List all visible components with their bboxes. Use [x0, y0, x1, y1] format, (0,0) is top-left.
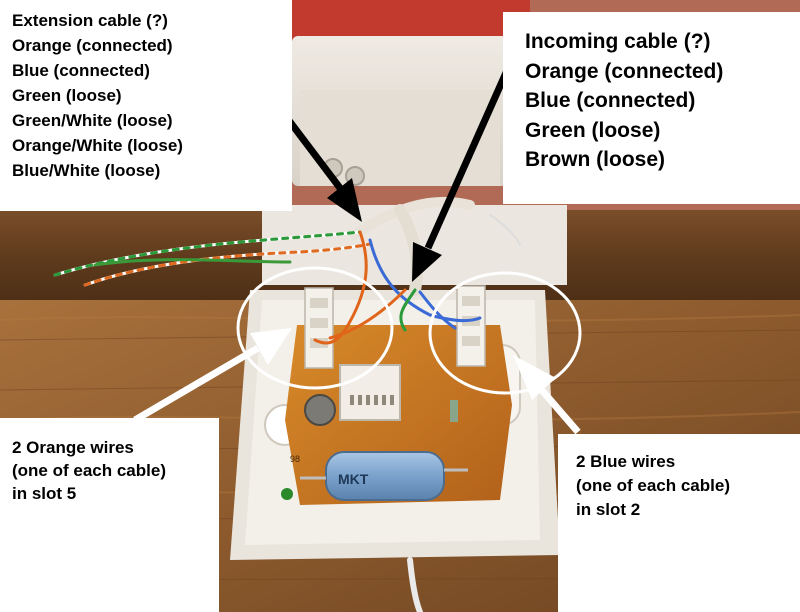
blue-wires-label-box: 2 Blue wires (one of each cable) in slot… [558, 434, 800, 612]
pcb-marking: 98 [290, 454, 300, 464]
incoming-cable-green: Green (loose) [525, 118, 661, 142]
extension-cable-blue: Blue (connected) [12, 61, 150, 80]
extension-cable-green: Green (loose) [12, 86, 122, 105]
incoming-cable-title: Incoming cable (?) [525, 30, 711, 53]
capacitor-label: MKT [338, 471, 369, 487]
incoming-cable-blue: Blue (connected) [525, 89, 696, 112]
extension-cable-label-box: Extension cable (?) Orange (connected) B… [0, 0, 292, 211]
orange-wires-detail: (one of each cable) [12, 461, 166, 480]
incoming-cable-brown: Brown (loose) [525, 148, 665, 171]
arrow-incoming-cable [412, 46, 521, 282]
orange-wires-slot: in slot 5 [12, 484, 77, 503]
extension-cable-orange: Orange (connected) [12, 36, 173, 55]
terminal-block-right [456, 285, 486, 367]
incoming-cable-orange: Orange (connected) [525, 59, 724, 83]
extension-cable-orange-white: Orange/White (loose) [12, 136, 183, 155]
terminal-block-left [304, 287, 334, 369]
extension-cable-green-white: Green/White (loose) [12, 111, 173, 130]
arrow-orange-wires [133, 328, 292, 424]
highlight-circle-left [236, 266, 394, 390]
capacitor: MKT [300, 451, 468, 501]
extension-cable-title: Extension cable (?) [12, 11, 168, 30]
blue-wires-slot: in slot 2 [576, 500, 641, 519]
arrow-blue-wires [513, 355, 581, 435]
highlight-circle-right [428, 271, 582, 395]
extension-cable-blue-white: Blue/White (loose) [12, 161, 161, 180]
orange-wires-label-box: 2 Orange wires (one of each cable) in sl… [0, 418, 219, 612]
highlight-circles [236, 266, 582, 395]
incoming-cable-label-box: Incoming cable (?) Orange (connected) Bl… [503, 12, 800, 204]
blue-wires-detail: (one of each cable) [576, 476, 730, 495]
blue-wires-title: 2 Blue wires [576, 452, 676, 471]
orange-wires-title: 2 Orange wires [12, 438, 134, 457]
